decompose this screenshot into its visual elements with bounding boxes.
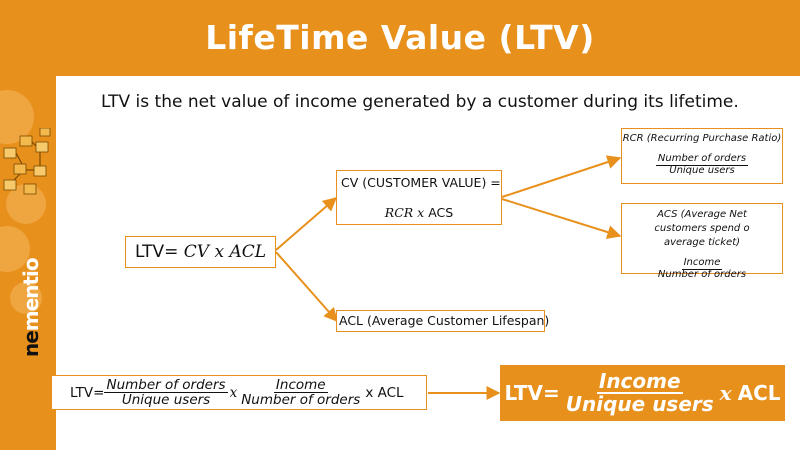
rcr-fraction: Number of orders Unique users <box>655 153 749 176</box>
final-ltv-box: LTV= Income Unique users x ACL <box>500 365 785 421</box>
formula-num2: Income <box>273 376 328 393</box>
acs-denominator: Number of orders <box>657 268 747 280</box>
formula-fraction-1: Number of orders Unique users <box>104 376 228 408</box>
title-bar <box>0 0 800 76</box>
formula-prefix: LTV= <box>70 384 105 401</box>
arrow-ltv-to-cv <box>275 197 338 251</box>
cv-title: CV (CUSTOMER VALUE) = <box>341 175 501 190</box>
ltv-prefix: LTV= <box>134 242 179 262</box>
page-title: LifeTime Value (LTV) <box>205 18 595 57</box>
acs-fraction: Income Number of orders <box>656 257 748 280</box>
rcr-box: RCR (Recurring Purchase Ratio) Number of… <box>621 128 783 184</box>
formula-den1: Unique users <box>121 392 211 408</box>
ltv-formula: CV x ACL <box>183 242 267 262</box>
arrow-cv-to-rcr <box>501 155 622 198</box>
brand-rest: mentio <box>19 258 43 332</box>
ltv-box: LTV= CV x ACL <box>125 236 276 268</box>
rcr-title: RCR (Recurring Purchase Ratio) <box>622 133 782 144</box>
formula-box: LTV= Number of orders Unique users x Inc… <box>51 375 427 410</box>
rcr-numerator: Number of orders <box>655 153 749 166</box>
brand-ne: ne <box>19 331 43 357</box>
final-fraction: Income Unique users <box>564 371 716 415</box>
final-op: x <box>719 381 732 405</box>
final-denominator: Unique users <box>565 392 714 416</box>
intro-text: LTV is the net value of income generated… <box>101 92 739 112</box>
final-prefix: LTV= <box>504 381 560 405</box>
final-suffix: ACL <box>737 381 781 405</box>
cv-formula-line: RCR x ACS <box>337 205 501 220</box>
formula-fraction-2: Income Number of orders <box>239 376 362 408</box>
arrow-ltv-to-acl <box>275 251 338 323</box>
acs-numerator: Income <box>681 257 723 270</box>
arrow-cv-to-acs <box>501 198 622 239</box>
boxes-cluster-icon <box>3 128 51 195</box>
formula-den2: Number of orders <box>241 392 361 408</box>
acs-title: ACS (Average Net customers spend o avera… <box>654 209 750 248</box>
rcr-denominator: Unique users <box>669 164 735 176</box>
formula-num1: Number of orders <box>104 376 228 393</box>
cv-formula: RCR x <box>384 205 425 220</box>
decor-circle <box>10 282 42 314</box>
cv-box: CV (CUSTOMER VALUE) = RCR x ACS <box>336 170 502 225</box>
final-numerator: Income <box>596 369 683 394</box>
brand-logo: nementio <box>19 258 47 357</box>
acl-box: ACL (Average Customer Lifespan) <box>336 310 549 332</box>
formula-suffix: x ACL <box>365 384 404 401</box>
cv-suffix: ACS <box>428 205 454 220</box>
formula-op: x <box>229 384 238 401</box>
acs-box: ACS (Average Net customers spend o avera… <box>621 203 783 279</box>
